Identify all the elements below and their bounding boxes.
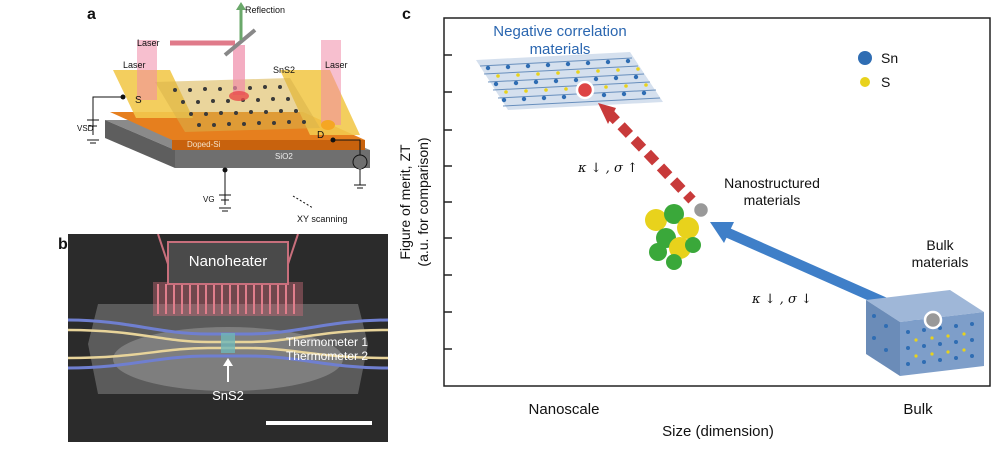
scale-bar [266,421,372,425]
vsd-wire [92,96,123,135]
kappa-sigma-down: κ ↓ , σ ↓ [751,292,812,307]
substrate-side [105,120,175,168]
drain-wire [333,139,361,155]
substrate-front [175,150,370,168]
nanoheater-meander [157,284,295,314]
nano-label-line1: Nanostructured [724,175,820,191]
laser-label-top: Laser [137,38,160,48]
x-tick-bulk: Bulk [903,401,933,418]
vsd-label: VSD [77,124,94,133]
nano-label-line2: materials [744,192,801,208]
sns2-label-b: SnS2 [212,388,244,403]
thermometer-2-label: Thermometer 2 [286,349,368,363]
kappa-sigma-up: κ ↓ , σ ↑ [577,161,638,176]
negative-point [575,80,595,100]
sns2-flake-b [221,333,235,353]
reflection-label: Reflection [245,5,285,15]
electrode-blue-bottom [68,354,388,370]
y-axis-label-line2: (a.u. for comparison) [415,137,431,266]
mirror [223,28,257,57]
panel-c-letter: c [402,6,411,23]
xy-scan-arrow [292,195,314,209]
bulk-point [923,310,943,330]
x-tick-nanoscale: Nanoscale [529,401,600,418]
y-axis-label-line1: Figure of merit, ZT [397,144,413,260]
laser-beam-right [321,40,341,125]
bulk-label-line2: materials [912,254,969,270]
nanoheater-label: Nanoheater [189,253,267,270]
nanoheater-body [153,282,303,316]
legend-sn-marker [858,51,872,65]
xy-scanning-label: XY scanning [297,214,347,224]
laser-beam-left [137,40,157,100]
laser-beam-top [233,45,245,95]
panel-a-schematic: Reflection Laser Laser Laser SnS2 S D VS… [77,2,370,224]
panel-b-micrograph: Nanoheater Thermometer 1 Thermometer 2 S… [68,234,388,442]
blue-arrowhead [710,222,734,243]
legend-sn-label: Sn [881,50,898,66]
sns2-flake [155,78,320,132]
negative-label-line1: Negative correlation [493,23,626,40]
thermometer-1-label: Thermometer 1 [286,335,368,349]
nanostructure-cluster [645,204,701,270]
y-ticks [444,54,452,350]
panel-a-letter: a [87,6,96,23]
vg-label: VG [203,195,215,204]
laser-spot-drain [321,120,335,130]
nanostructured-point [691,200,711,220]
panel-b-letter: b [58,236,68,253]
sio2-label: SiO2 [275,152,293,161]
red-arrowhead [598,103,616,124]
doped-si-label: Doped-Si [187,140,221,149]
negative-label-line2: materials [530,41,591,58]
bulk-cube [866,290,984,376]
source-label: S [135,95,142,106]
laser-spot [229,91,249,101]
panel-c-plot: Sn S Negative correlation materials Nano… [397,17,991,440]
sns2-label-a: SnS2 [273,65,295,75]
legend-s-marker [860,77,870,87]
laser-label-right: Laser [325,60,348,70]
drain-label: D [317,130,324,141]
red-dashed-arrow [604,108,696,204]
x-axis-label: Size (dimension) [662,423,774,440]
negative-correlation-lattice [476,52,663,110]
laser-label-left: Laser [123,60,146,70]
reflection-arrowhead [236,2,246,10]
bulk-label-line1: Bulk [926,237,954,253]
oxide-front [172,140,365,150]
legend-s-label: S [881,74,890,90]
lattice-dots [173,85,306,127]
